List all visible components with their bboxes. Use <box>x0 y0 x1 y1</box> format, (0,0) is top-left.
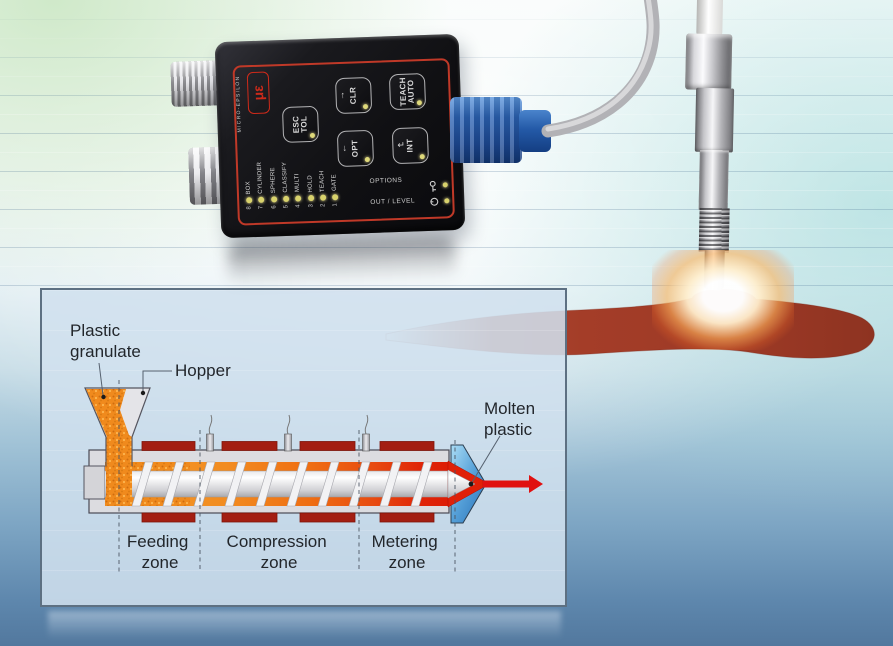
probe-hex-nut <box>685 33 733 91</box>
die-and-output <box>447 444 543 524</box>
plastic-granulate-label: Plastic granulate <box>70 321 141 361</box>
sensor-plug-blue <box>450 97 522 163</box>
probe-neck <box>698 149 729 211</box>
molten-plastic-label: Molten plastic <box>484 399 540 439</box>
pointer-dots <box>101 390 474 487</box>
sensor-pins <box>206 414 370 452</box>
probe-tip <box>703 249 725 291</box>
metering-zone-label: Metering zone <box>372 532 443 572</box>
heater-bands <box>141 441 435 523</box>
feeding-zone-label: Feeding zone <box>127 532 193 572</box>
power-icon <box>430 197 439 206</box>
probe-body <box>694 87 735 153</box>
extruder-diagram-panel: Plastic granulate Hopper Molten plastic … <box>40 288 567 607</box>
diagram-box-reflection <box>48 611 561 639</box>
key-icon <box>429 180 436 192</box>
label-pointers <box>98 362 501 485</box>
compression-zone-label: Compression zone <box>227 532 332 572</box>
zone-dividers <box>118 380 456 572</box>
probe-thread <box>698 207 730 253</box>
probe-cable-boot <box>696 0 724 39</box>
hopper-label: Hopper <box>175 361 231 380</box>
